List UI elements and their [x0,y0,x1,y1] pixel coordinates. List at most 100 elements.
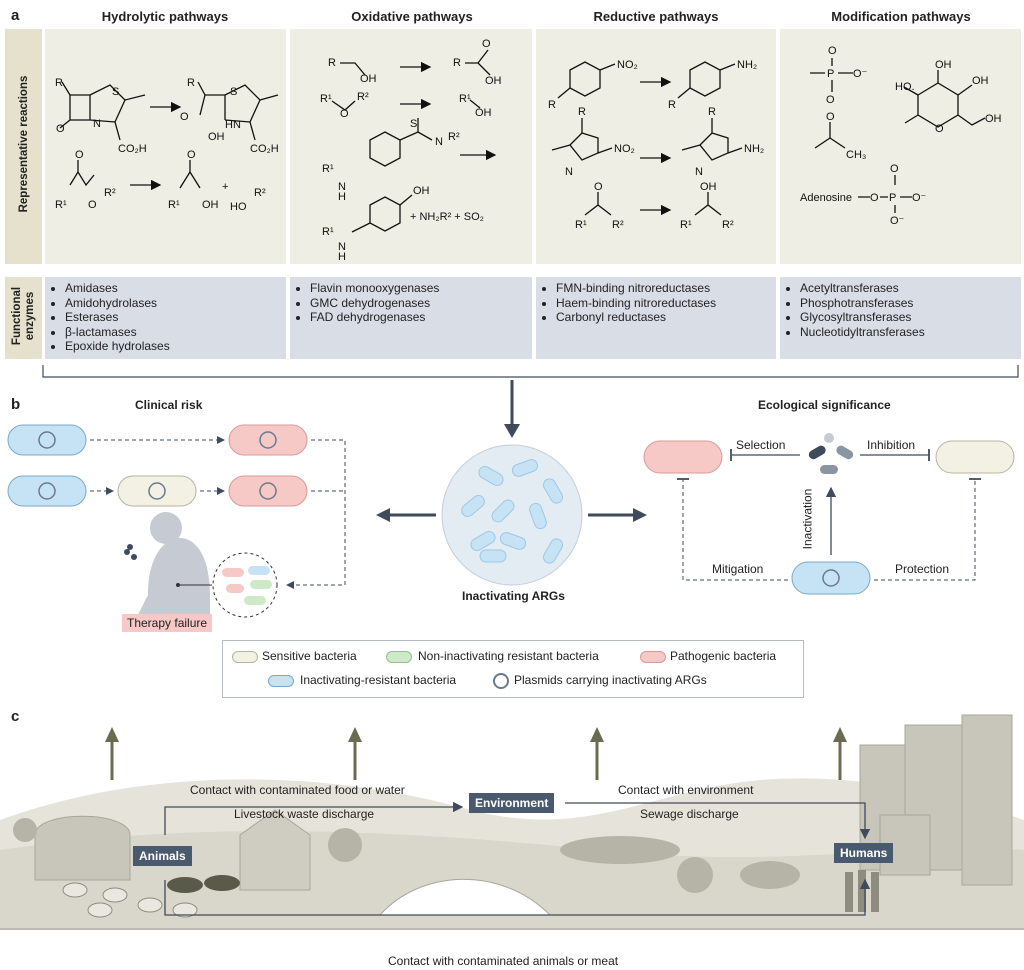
svg-text:O: O [826,111,835,123]
animals-node: Animals [133,846,192,866]
svg-text:NO₂: NO₂ [614,143,635,155]
svg-text:O⁻: O⁻ [912,192,927,204]
svg-text:O: O [340,108,349,120]
svg-text:N: N [695,166,703,178]
svg-text:OH: OH [485,75,502,87]
svg-text:R¹: R¹ [459,93,471,105]
svg-text:O: O [870,192,879,204]
svg-text:R¹: R¹ [575,219,587,231]
svg-text:O: O [180,111,189,123]
enzyme-item: Nucleotidyltransferases [800,325,1021,340]
svg-text:P: P [827,68,834,80]
enzyme-item: Esterases [65,310,286,325]
legend-pathogenic: Pathogenic bacteria [670,649,777,663]
legend-swatch-noninactivating [386,651,412,663]
enzyme-item: Acetyltransferases [800,281,1021,296]
oxidative-title: Oxidative pathways [351,9,473,24]
enzyme-item: β-lactamases [65,325,286,340]
legend [222,640,804,698]
svg-text:R²: R² [722,219,734,231]
svg-text:N: N [338,181,346,193]
svg-text:HO.: HO. [895,81,915,93]
therapy-failure-label: Therapy failure [122,614,213,632]
svg-text:R: R [708,106,716,118]
livestock-label: Livestock waste discharge [234,807,375,821]
svg-text:R: R [55,77,63,89]
svg-text:R: R [578,106,586,118]
svg-text:O: O [935,123,944,135]
selection-label: Selection [736,438,786,452]
legend-plasmids: Plasmids carrying inactivating ARGs [514,673,707,687]
reductive-enzymes-cell: FMN-binding nitroreductases Haem-binding… [536,277,776,359]
center-label: Inactivating ARGs [462,589,565,603]
clinical-risk-title: Clinical risk [135,398,203,412]
contact-env-label: Contact with environment [618,783,754,797]
svg-text:OH: OH [208,131,225,143]
svg-text:O: O [88,199,97,211]
svg-text:HO: HO [230,201,247,213]
svg-text:CH₃: CH₃ [846,149,866,161]
enzyme-item: Phosphotransferases [800,296,1021,311]
svg-text:O: O [594,181,603,193]
panel-b-letter: b [11,396,21,413]
svg-text:R¹: R¹ [680,219,692,231]
environment-node: Environment [469,793,555,813]
inactivation-label: Inactivation [800,488,815,550]
plus-sign: + [222,181,228,193]
oxidative-reactions-cell [290,29,532,264]
svg-text:O: O [890,163,899,175]
svg-text:OH: OH [202,199,219,211]
enzyme-item: FMN-binding nitroreductases [556,281,776,296]
svg-text:R²: R² [612,219,624,231]
panel-c-letter: c [11,708,20,725]
svg-text:O: O [826,94,835,106]
svg-text:CO₂H: CO₂H [250,143,279,155]
svg-text:OH: OH [475,107,492,119]
svg-text:R: R [328,57,336,69]
enzyme-item: Flavin monooxygenases [310,281,532,296]
svg-text:R²: R² [254,187,266,199]
legend-noninactivating: Non-inactivating resistant bacteria [418,649,599,663]
svg-text:OH: OH [972,75,989,87]
svg-text:NO₂: NO₂ [617,59,638,71]
svg-text:O: O [187,149,196,161]
landscape [0,714,1024,930]
reductive-title: Reductive pathways [593,9,719,24]
legend-swatch-inactivating [268,675,294,687]
svg-text:N: N [338,241,346,253]
svg-text:O⁻: O⁻ [890,215,905,227]
svg-text:R: R [668,99,676,111]
oxidative-enzymes-cell: Flavin monooxygenases GMC dehydrogenases… [290,277,532,359]
svg-text:S: S [112,86,119,98]
svg-text:N: N [565,166,573,178]
panel-a-letter: a [11,7,20,24]
enzyme-item: Carbonyl reductases [556,310,776,325]
svg-text:R¹: R¹ [55,199,67,211]
svg-text:R²: R² [357,91,369,103]
enzyme-item: Glycosyltransferases [800,310,1021,325]
svg-text:O: O [828,45,837,57]
svg-text:R¹: R¹ [322,226,334,238]
hydrolytic-enzymes-cell: Amidases Amidohydrolases Esterases β-lac… [45,277,286,359]
svg-text:O: O [482,38,491,50]
svg-text:R²: R² [104,187,116,199]
svg-text:O⁻: O⁻ [853,68,868,80]
svg-text:OH: OH [360,73,377,85]
adenosine-label: Adenosine [800,192,852,204]
legend-inactivating: Inactivating-resistant bacteria [300,673,457,687]
svg-text:R¹: R¹ [320,93,332,105]
svg-text:OH: OH [413,185,430,197]
legend-swatch-sensitive [232,651,258,663]
svg-text:OH: OH [935,59,952,71]
enzyme-item: GMC dehydrogenases [310,296,532,311]
svg-text:R: R [187,77,195,89]
svg-text:H: H [338,251,346,263]
svg-text:N: N [93,118,101,130]
enzyme-item: Haem-binding nitroreductases [556,296,776,311]
svg-text:R¹: R¹ [168,199,180,211]
svg-text:O: O [56,123,65,135]
ecological-title: Ecological significance [758,398,891,412]
svg-text:O: O [75,149,84,161]
enzymes-label-cell [5,277,42,359]
